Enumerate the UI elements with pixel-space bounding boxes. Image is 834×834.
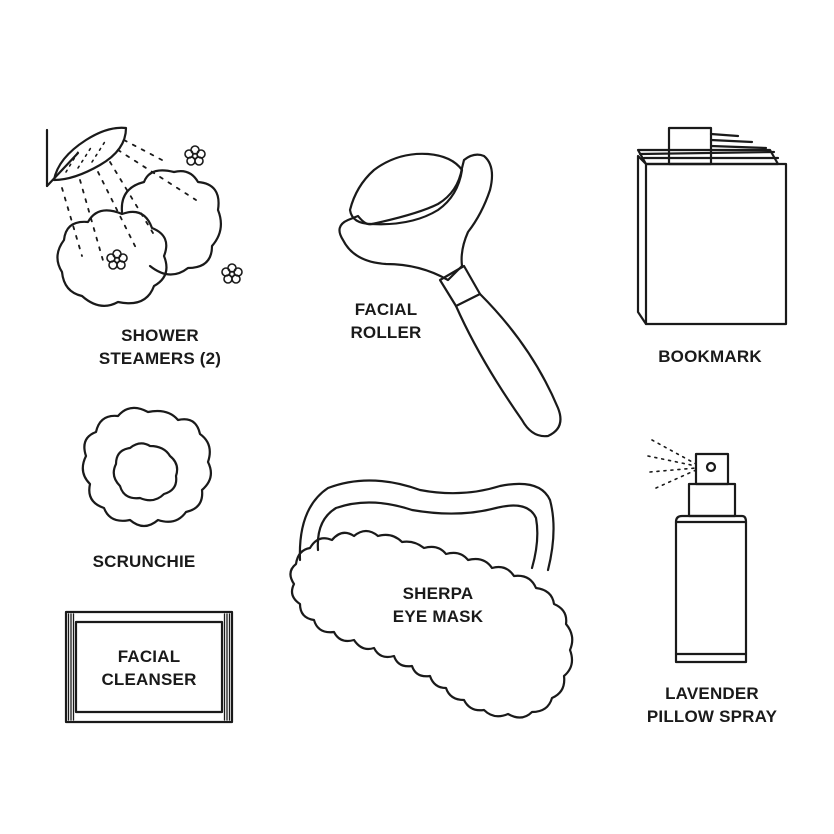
steamer-cloud-front-icon	[56, 209, 168, 307]
label-scrunchie-line1: SCRUNCHIE	[92, 552, 196, 571]
flower-icon	[184, 145, 206, 166]
water-spray-lines	[61, 139, 197, 265]
shower-head-icon	[45, 126, 128, 188]
label-facial-cleanser-line1: FACIAL	[117, 647, 181, 666]
label-facial-cleanser-line2: CLEANSER	[101, 670, 197, 689]
spray-bottle-icon	[674, 452, 748, 664]
label-bookmark: BOOKMARK	[640, 345, 780, 368]
label-lavender-pillow-spray-line2: PILLOW SPRAY	[646, 707, 778, 726]
scrunchie-icon	[81, 406, 213, 528]
label-shower-steamers-line1: SHOWER	[121, 326, 199, 345]
label-scrunchie: SCRUNCHIE	[80, 550, 208, 573]
facial-roller-icon	[338, 152, 562, 438]
flower-icon	[221, 263, 243, 284]
label-bookmark-line1: BOOKMARK	[658, 347, 762, 366]
label-lavender-pillow-spray-line1: LAVENDER	[665, 684, 759, 703]
book-with-bookmark-icon	[636, 126, 788, 326]
spray-mist-lines	[647, 439, 697, 489]
label-facial-roller-line2: ROLLER	[350, 323, 422, 342]
facial-cleanser-packet-icon	[64, 610, 234, 724]
flower-icon	[106, 249, 128, 270]
label-sherpa-eye-mask-line1: SHERPA	[402, 584, 474, 603]
sherpa-eye-mask-icon	[289, 529, 574, 719]
eye-mask-strap	[298, 479, 555, 572]
label-facial-roller-line1: FACIAL	[354, 300, 418, 319]
label-lavender-pillow-spray: LAVENDER PILLOW SPRAY	[632, 682, 792, 728]
label-facial-cleanser: FACIAL CLEANSER	[86, 645, 212, 691]
label-shower-steamers-line2: STEAMERS (2)	[98, 349, 222, 368]
label-sherpa-eye-mask: SHERPA EYE MASK	[374, 582, 502, 628]
steamer-cloud-back-icon	[120, 169, 223, 276]
label-sherpa-eye-mask-line2: EYE MASK	[392, 607, 484, 626]
label-shower-steamers: SHOWER STEAMERS (2)	[84, 324, 236, 370]
label-facial-roller: FACIAL ROLLER	[336, 298, 436, 344]
